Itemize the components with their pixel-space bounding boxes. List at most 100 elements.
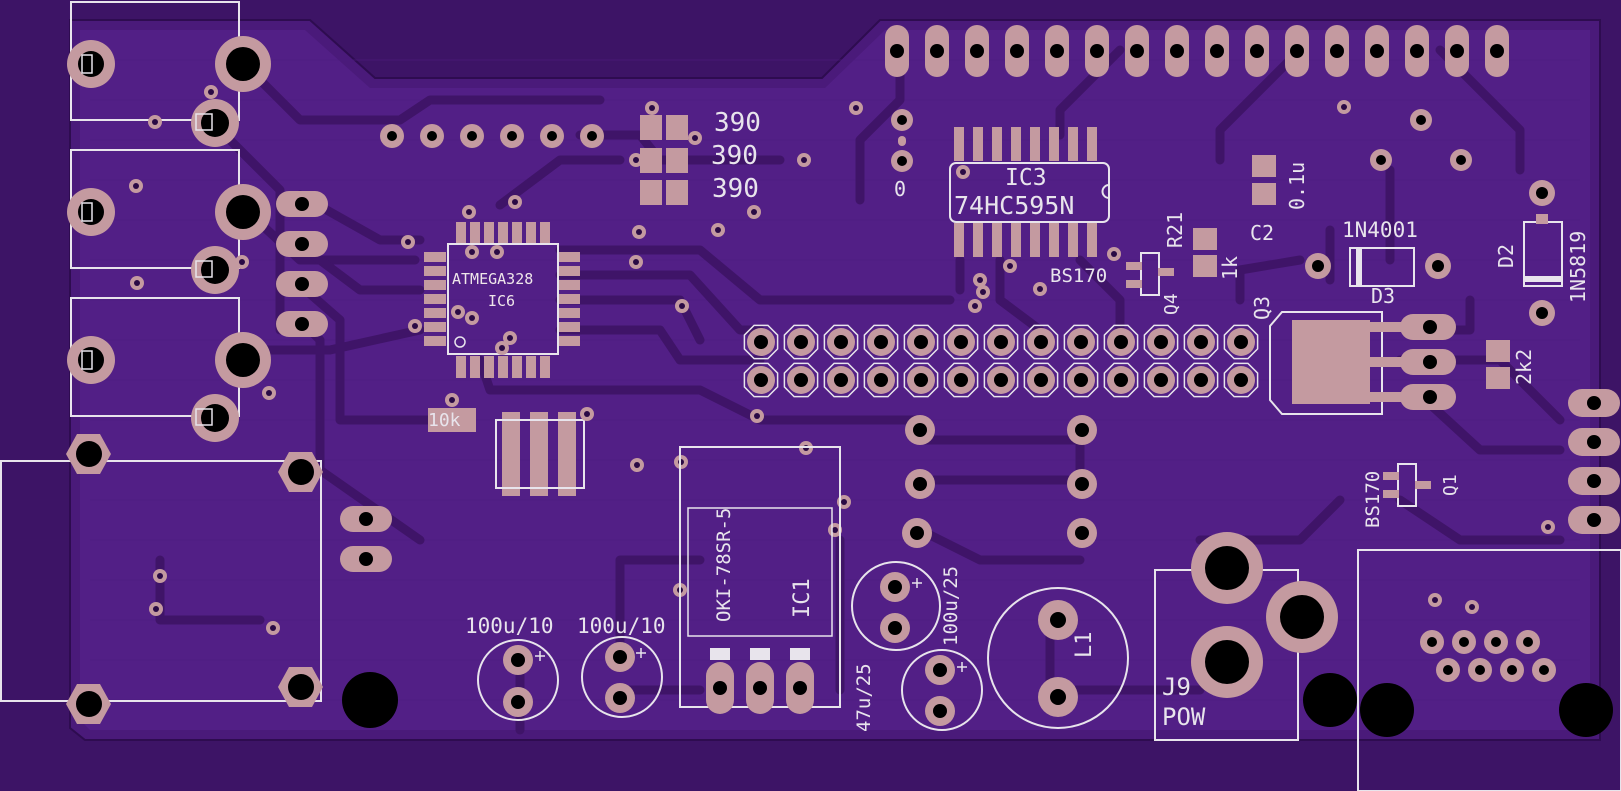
header-2x13 [743, 324, 1259, 398]
via-hole [239, 259, 245, 265]
header-pin-outline [1223, 362, 1259, 398]
via-hole [1432, 597, 1438, 603]
via-hole [469, 315, 475, 321]
header-pin-hole [754, 335, 768, 349]
resistor-10k-pad [428, 408, 476, 432]
header-pin-outline [1023, 324, 1059, 360]
header-pin-outline [1103, 324, 1139, 360]
header-pin-outline [823, 362, 859, 398]
via-hole [972, 303, 978, 309]
via-hole [841, 499, 847, 505]
header-pin-hole [914, 373, 928, 387]
j9-power-jack [1154, 532, 1357, 741]
header-pin-outline [903, 362, 939, 398]
header-pin-outline [863, 324, 899, 360]
header-pin-outline [1183, 324, 1219, 360]
ic6-atmega328 [424, 222, 580, 378]
resistor-390-pads [640, 115, 688, 205]
via-hole [1545, 524, 1551, 530]
via-hole [754, 413, 760, 419]
header-pin-hole [1074, 335, 1088, 349]
via-hole [679, 303, 685, 309]
header-pin-hole [914, 335, 928, 349]
via-hole [153, 606, 159, 612]
q3-power-transistor [1269, 311, 1456, 415]
connector-4pin-right [1568, 389, 1620, 534]
via-hole [270, 625, 276, 631]
header-pin-hole [1154, 335, 1168, 349]
mounting-pads-right [1370, 109, 1472, 171]
via-hole [960, 169, 966, 175]
header-pin-hole [1114, 335, 1128, 349]
isp-header-6pin [380, 124, 604, 148]
via-hole [801, 157, 807, 163]
header-pin-hole [1234, 335, 1248, 349]
via-hole [133, 183, 139, 189]
header-pin-outline [983, 324, 1019, 360]
header-pin-outline [1063, 362, 1099, 398]
header-pin-hole [954, 335, 968, 349]
header-pin-hole [874, 373, 888, 387]
via-hole [507, 335, 513, 341]
via-hole [1037, 286, 1043, 292]
header-pin-hole [1234, 373, 1248, 387]
via-hole [266, 390, 272, 396]
via-hole [977, 277, 983, 283]
via-hole [715, 227, 721, 233]
via-hole [466, 209, 472, 215]
header-pin-outline [743, 324, 779, 360]
header-pin-hole [1034, 373, 1048, 387]
via-hole [751, 209, 757, 215]
via-hole [633, 157, 639, 163]
ic3-74hc595n [949, 127, 1110, 257]
via-hole [634, 462, 640, 468]
via-hole [980, 289, 986, 295]
header-pin-outline [863, 362, 899, 398]
d3-1n4001 [1305, 247, 1451, 287]
header-pin-hole [954, 373, 968, 387]
header-pin-outline [903, 324, 939, 360]
small-smd-pads [1193, 155, 1510, 389]
header-pin-hole [834, 373, 848, 387]
via-hole [512, 199, 518, 205]
header-pin-outline [943, 324, 979, 360]
q1-bs170 [1383, 463, 1431, 507]
header-pin-hole [794, 335, 808, 349]
d2-1n5819 [1523, 180, 1563, 326]
top-header-pins [885, 25, 1509, 77]
header-pin-outline [1023, 362, 1059, 398]
via-hole [157, 573, 163, 579]
via-hole [499, 345, 505, 351]
connector-bottom-right [1357, 549, 1621, 791]
audio-jacks-left [67, 1, 271, 442]
via-hole [1469, 604, 1475, 610]
via-hole [692, 135, 698, 141]
via-hole [584, 411, 590, 417]
header-pin-outline [823, 324, 859, 360]
capacitor-pads [503, 572, 1078, 726]
header-pin-outline [983, 362, 1019, 398]
via-hole [134, 280, 140, 286]
jumper-0 [891, 109, 913, 172]
via-hole [1341, 104, 1347, 110]
header-pin-outline [743, 362, 779, 398]
via-hole [469, 249, 475, 255]
via-hole [455, 309, 461, 315]
via-hole [853, 105, 859, 111]
header-pin-hole [834, 335, 848, 349]
q4-bs170 [1126, 252, 1174, 296]
header-pin-hole [754, 373, 768, 387]
via-hole [636, 229, 642, 235]
header-pin-hole [1034, 335, 1048, 349]
via-hole [494, 249, 500, 255]
header-pin-outline [1143, 362, 1179, 398]
header-pin-hole [794, 373, 808, 387]
header-pin-outline [783, 362, 819, 398]
via-hole [449, 397, 455, 403]
via-hole [1111, 251, 1117, 257]
via-hole [1007, 263, 1013, 269]
crystal [495, 412, 585, 496]
via-hole [649, 105, 655, 111]
